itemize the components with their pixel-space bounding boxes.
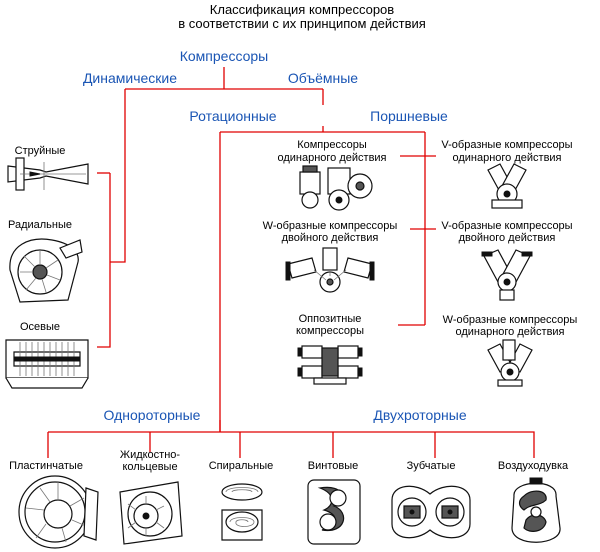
piston-item-label-line1: W-образные компрессоры bbox=[443, 314, 578, 326]
category-labels: Компрессоры Динамические Объёмные Ротаци… bbox=[83, 48, 467, 423]
rotary-item-label-line1: Жидкостно- bbox=[120, 449, 181, 461]
piston-item-single-acting: Компрессоры одинарного действия bbox=[277, 139, 387, 211]
piston-item-label-line2: одинарного действия bbox=[277, 152, 386, 164]
piston-item-label-line1: Оппозитные bbox=[299, 313, 362, 325]
dynamic-item-label: Струйные bbox=[15, 145, 66, 157]
piston-item-label-line2: компрессоры bbox=[296, 325, 364, 337]
scroll-compressor-icon bbox=[221, 483, 263, 541]
category-rotary-label: Ротационные bbox=[189, 108, 276, 124]
category-root-label: Компрессоры bbox=[180, 48, 269, 64]
rotary-item-screw: Винтовые bbox=[307, 460, 361, 545]
category-single-rotor-label: Однороторные bbox=[104, 407, 201, 423]
rotary-item-label-line2: кольцевые bbox=[122, 461, 177, 473]
tooth-compressor-icon bbox=[391, 485, 471, 539]
piston-item-label-line2: одинарного действия bbox=[452, 152, 561, 164]
piston-item-w-double: W-образные компрессоры двойного действия bbox=[263, 220, 398, 293]
category-twin-rotor-label: Двухроторные bbox=[373, 407, 466, 423]
rotary-item-label-line1: Спиральные bbox=[209, 460, 274, 472]
single-acting-compressor-icon bbox=[299, 165, 373, 211]
piston-item-opposed: Оппозитные компрессоры bbox=[296, 313, 364, 385]
piston-item-w-single: W-образные компрессоры одинарного действ… bbox=[443, 314, 578, 387]
diagram-title-line-1: Классификация компрессоров bbox=[210, 2, 395, 17]
piston-item-label-line2: одинарного действия bbox=[455, 326, 564, 338]
w-single-acting-icon bbox=[487, 339, 533, 387]
rotary-item-label-line1: Воздуходувка bbox=[498, 460, 569, 472]
piston-item-label-line2: двойного действия bbox=[282, 232, 379, 244]
rotary-item-label-line1: Винтовые bbox=[308, 460, 358, 472]
dynamic-item-label: Радиальные bbox=[8, 219, 72, 231]
piston-item-label-line2: двойного действия bbox=[459, 232, 556, 244]
dynamic-item-jet: Струйные bbox=[7, 145, 89, 191]
opposed-compressor-icon bbox=[297, 345, 363, 385]
rotary-item-tooth: Зубчатые bbox=[391, 460, 471, 539]
w-double-acting-icon bbox=[285, 247, 375, 293]
rotary-item-roots-blower: Воздуходувка bbox=[498, 460, 569, 543]
dynamic-item-label: Осевые bbox=[20, 321, 60, 333]
rotary-item-scroll: Спиральные bbox=[209, 460, 274, 541]
jet-compressor-icon bbox=[7, 157, 89, 191]
rotary-item-liquid-ring: Жидкостно- кольцевые bbox=[119, 449, 183, 545]
liquid-ring-compressor-icon bbox=[119, 481, 183, 545]
piston-item-label-line1: V-образные компрессоры bbox=[441, 220, 572, 232]
rotary-item-label-line1: Зубчатые bbox=[407, 460, 456, 472]
piston-item-v-double: V-образные компрессоры двойного действия bbox=[441, 220, 573, 301]
rotary-item-label-line1: Пластинчатые bbox=[9, 460, 83, 472]
vane-compressor-icon bbox=[18, 475, 99, 549]
v-single-acting-icon bbox=[487, 163, 527, 209]
category-volumetric-label: Объёмные bbox=[288, 70, 358, 86]
roots-blower-icon bbox=[511, 477, 561, 543]
piston-item-label-line1: W-образные компрессоры bbox=[263, 220, 398, 232]
screw-compressor-icon bbox=[307, 479, 361, 545]
radial-compressor-icon bbox=[9, 238, 83, 303]
axial-compressor-icon bbox=[5, 339, 89, 389]
category-piston-label: Поршневые bbox=[370, 108, 448, 124]
diagram-title-line-2: в соответствии с их принципом действия bbox=[178, 16, 426, 31]
dynamic-item-radial: Радиальные bbox=[8, 219, 83, 303]
piston-item-label-line1: V-образные компрессоры bbox=[441, 139, 572, 151]
connector-lines bbox=[47, 67, 535, 458]
piston-item-label-line1: Компрессоры bbox=[297, 139, 367, 151]
rotary-item-vane: Пластинчатые bbox=[9, 460, 99, 549]
category-dynamic-label: Динамические bbox=[83, 70, 177, 86]
dynamic-item-axial: Осевые bbox=[5, 321, 89, 389]
piston-item-v-single: V-образные компрессоры одинарного действ… bbox=[441, 139, 573, 209]
v-double-acting-icon bbox=[481, 249, 533, 301]
